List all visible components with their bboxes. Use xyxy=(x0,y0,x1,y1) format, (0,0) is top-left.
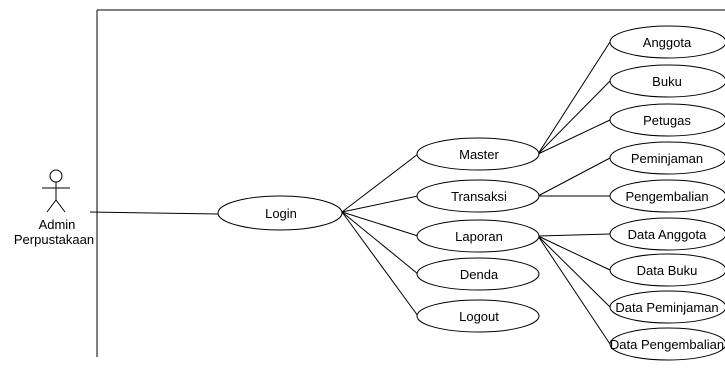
use-case-denda[interactable]: Denda xyxy=(416,257,540,291)
use-case-pengembalian[interactable]: Pengembalian xyxy=(609,179,725,213)
edge-login-denda xyxy=(341,211,419,275)
actor-right-leg xyxy=(55,199,66,213)
edge-login-master xyxy=(341,153,419,213)
use-case-data-pengembalian[interactable]: Data Pengembalian xyxy=(609,327,725,361)
use-case-petugas-ellipse[interactable] xyxy=(609,103,725,137)
use-case-denda-label: Denda xyxy=(460,267,499,282)
use-case-anggota-label: Anggota xyxy=(643,35,692,50)
edge-laporan-data-peminjaman xyxy=(537,235,611,308)
use-case-petugas-label: Petugas xyxy=(643,113,691,128)
use-case-laporan-label: Laporan xyxy=(455,229,503,244)
use-case-login[interactable]: Login xyxy=(217,195,343,231)
edge-master-buku xyxy=(537,80,611,155)
use-case-laporan-ellipse[interactable] xyxy=(416,219,540,253)
use-case-peminjaman[interactable]: Peminjaman xyxy=(609,141,725,175)
use-case-data-buku-label: Data Buku xyxy=(637,263,698,278)
edge-login-laporan xyxy=(341,211,419,237)
use-case-data-peminjaman-ellipse[interactable] xyxy=(609,290,725,324)
use-case-data-peminjaman-label: Data Peminjaman xyxy=(615,300,718,315)
use-case-pengembalian-label: Pengembalian xyxy=(625,189,708,204)
edge-laporan-data-buku xyxy=(537,235,611,271)
use-case-master-label: Master xyxy=(459,147,499,162)
edge-login-logout xyxy=(341,211,419,317)
use-case-data-peminjaman[interactable]: Data Peminjaman xyxy=(609,290,725,324)
system-boundary xyxy=(96,9,725,357)
use-case-data-buku[interactable]: Data Buku xyxy=(609,253,725,287)
use-case-buku-ellipse[interactable] xyxy=(609,64,725,98)
use-case-data-anggota[interactable]: Data Anggota xyxy=(609,217,725,251)
use-case-data-pengembalian-ellipse[interactable] xyxy=(609,327,725,361)
use-case-denda-ellipse[interactable] xyxy=(416,257,540,291)
use-case-data-pengembalian-label: Data Pengembalian xyxy=(610,337,724,352)
use-case-data-anggota-ellipse[interactable] xyxy=(609,217,725,251)
edge-master-petugas xyxy=(537,119,611,155)
use-case-anggota[interactable]: Anggota xyxy=(609,25,725,59)
edge-laporan-data-pengembalian xyxy=(537,235,611,345)
use-case-data-buku-ellipse[interactable] xyxy=(609,253,725,287)
edge-transaksi-peminjaman xyxy=(537,157,611,197)
use-case-master-ellipse[interactable] xyxy=(416,137,540,171)
use-case-logout[interactable]: Logout xyxy=(416,299,540,333)
edge-master-anggota xyxy=(537,41,611,155)
use-case-login-label: Login xyxy=(265,206,297,221)
use-case-master[interactable]: Master xyxy=(416,137,540,171)
use-case-transaksi-label: Transaksi xyxy=(451,189,507,204)
actor-admin: Admin Perpustakaan xyxy=(14,169,94,247)
actor-name-line2: Perpustakaan xyxy=(14,232,94,247)
actor-head-icon xyxy=(49,169,63,183)
use-case-pengembalian-ellipse[interactable] xyxy=(609,179,725,213)
actor-left-leg xyxy=(46,199,57,213)
use-case-data-anggota-label: Data Anggota xyxy=(628,227,708,242)
use-case-petugas[interactable]: Petugas xyxy=(609,103,725,137)
use-case-transaksi[interactable]: Transaksi xyxy=(416,179,540,213)
actor-name-line1: Admin xyxy=(39,217,76,232)
use-case-buku-label: Buku xyxy=(652,74,682,89)
use-case-login-ellipse[interactable] xyxy=(217,195,343,231)
use-case-anggota-ellipse[interactable] xyxy=(609,25,725,59)
use-case-peminjaman-ellipse[interactable] xyxy=(609,141,725,175)
edge-laporan-data-anggota xyxy=(537,233,611,237)
use-case-peminjaman-label: Peminjaman xyxy=(631,151,703,166)
use-case-logout-ellipse[interactable] xyxy=(416,299,540,333)
use-case-logout-label: Logout xyxy=(459,309,499,324)
use-case-transaksi-ellipse[interactable] xyxy=(416,179,540,213)
edge-login-transaksi xyxy=(341,195,419,213)
edge-actor-login xyxy=(89,211,220,215)
association-lines xyxy=(89,41,611,345)
use-case-laporan[interactable]: Laporan xyxy=(416,219,540,253)
use-case-buku[interactable]: Buku xyxy=(609,64,725,98)
